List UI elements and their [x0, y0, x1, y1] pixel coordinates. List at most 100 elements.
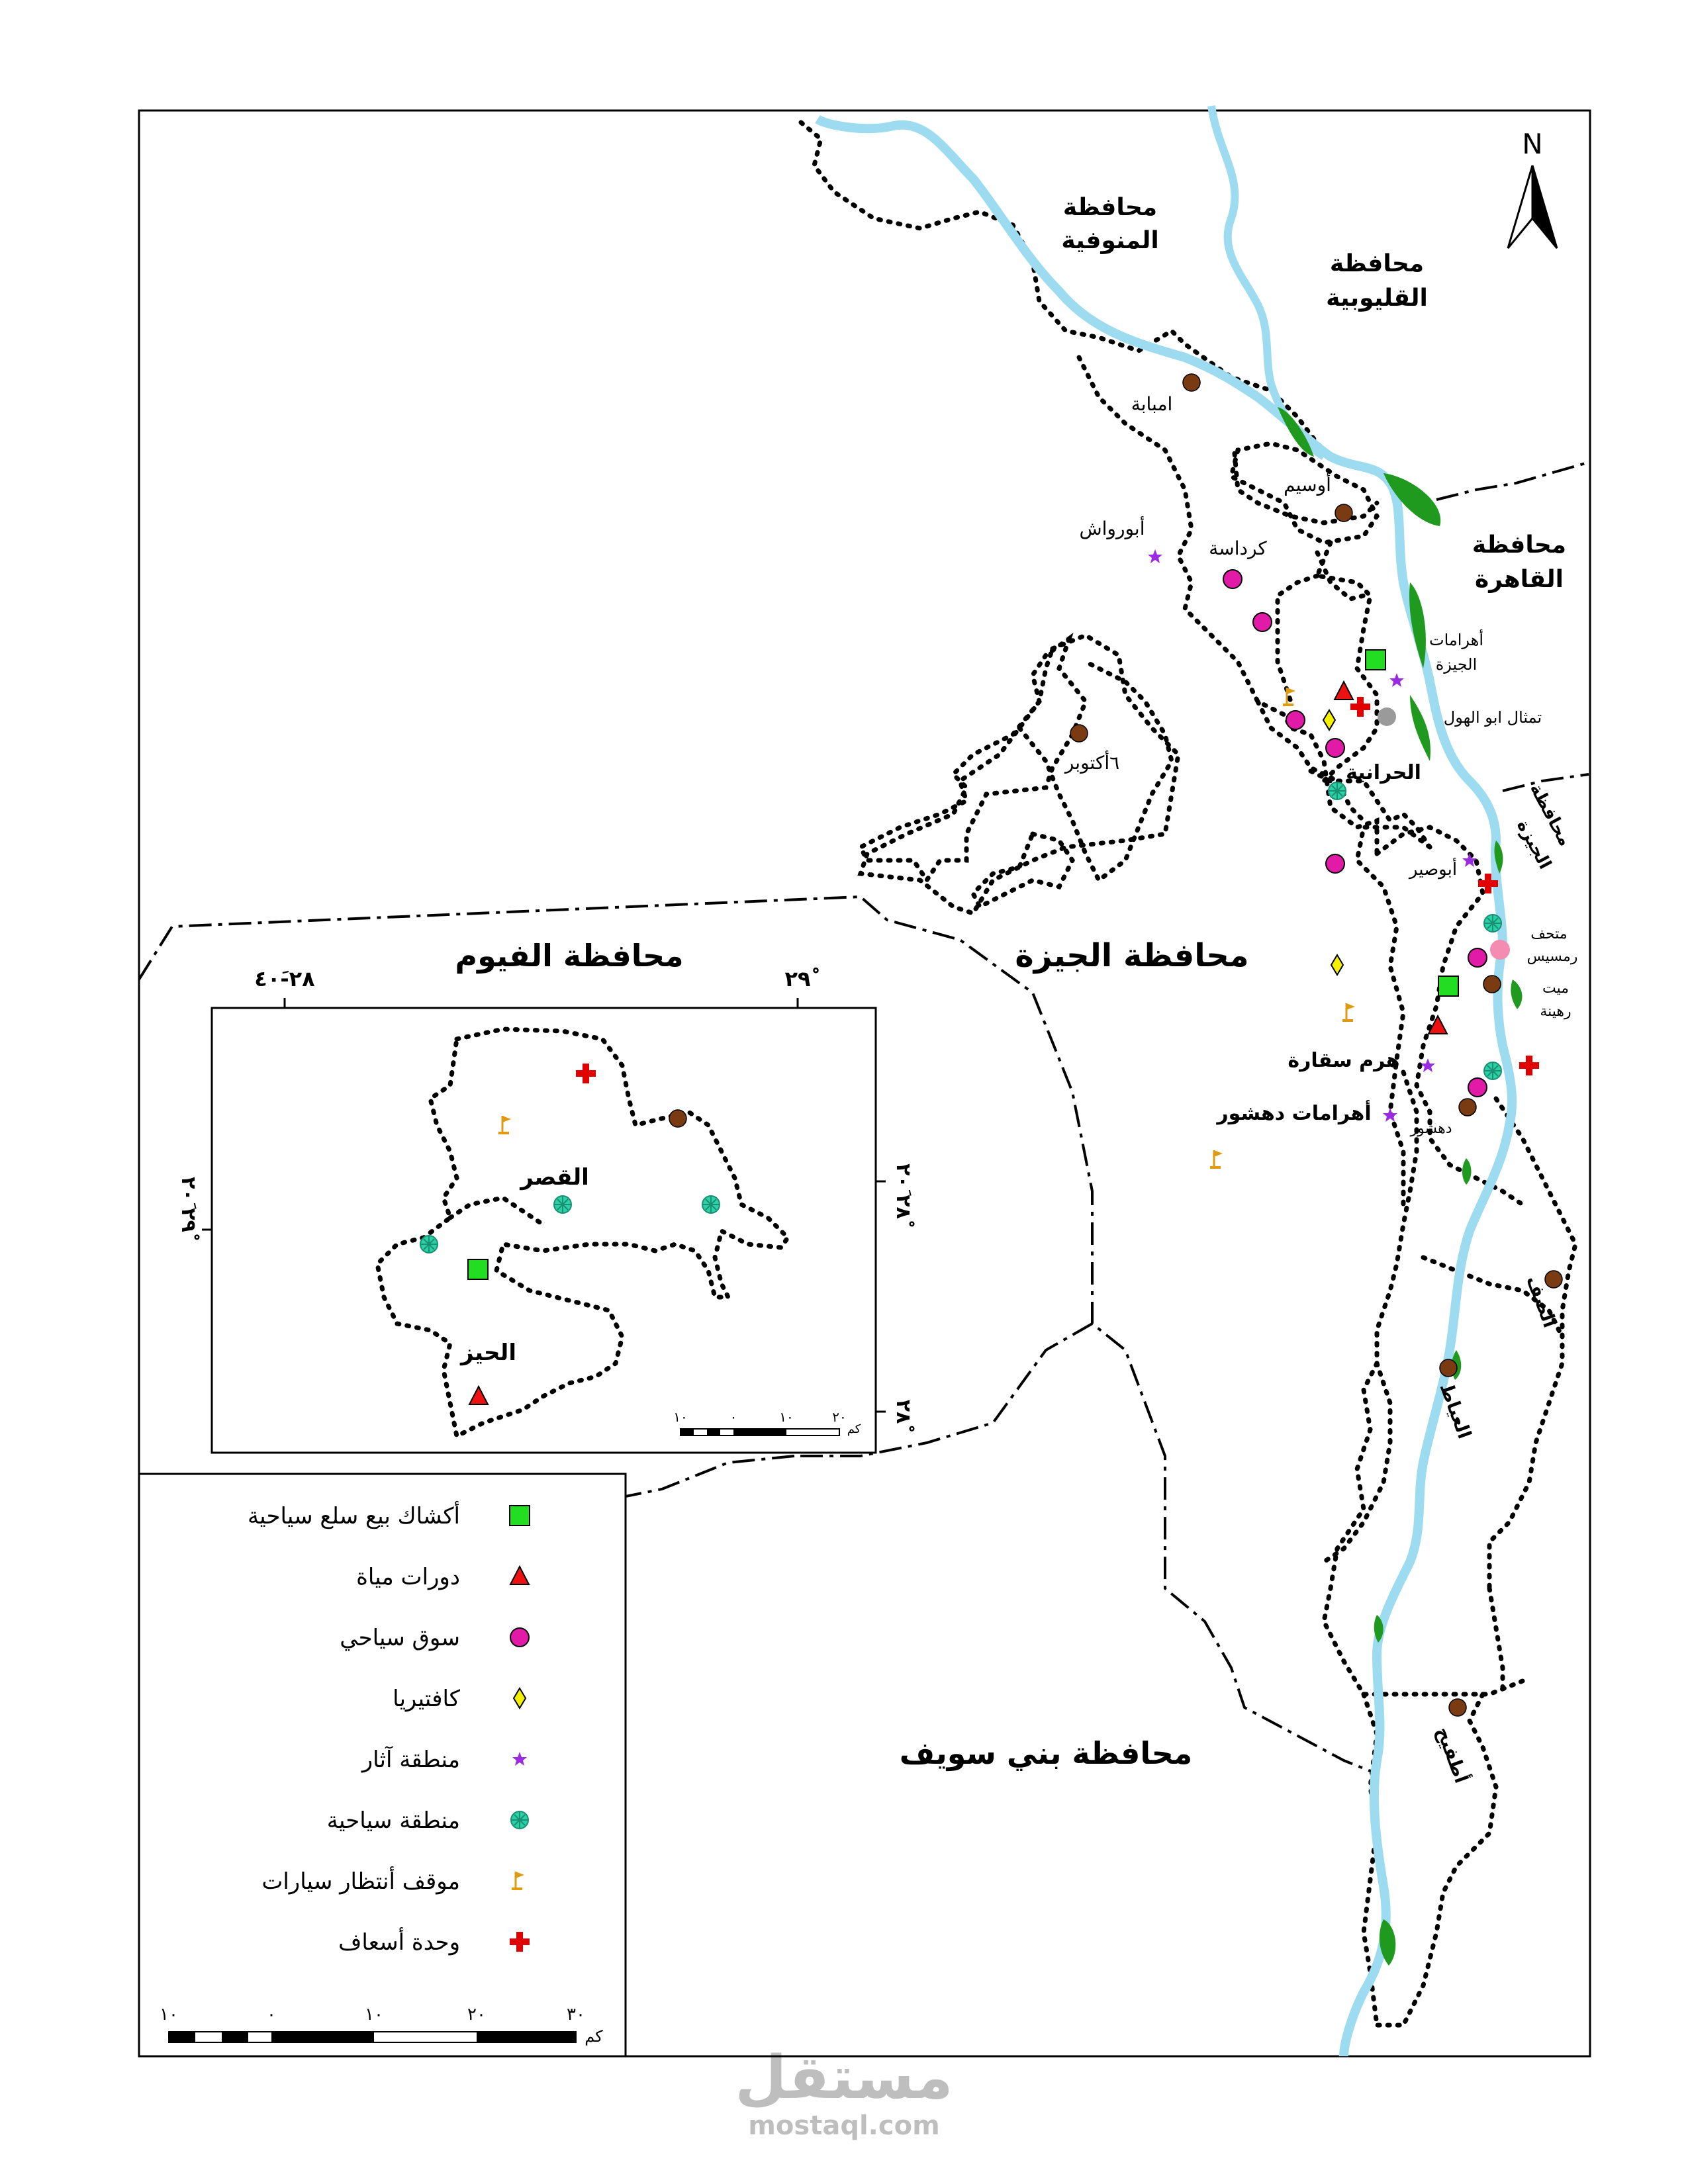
- inset-town-point: [669, 1109, 687, 1128]
- inset-map: ٢٨-٤٠َ ٢٩ْ ٢٩ْ ٢٠َ ٢٨ْ ٢٠َ ٢٨ْ القصر الح…: [177, 966, 915, 1454]
- legend-label: منطقة سياحية: [327, 1807, 460, 1834]
- inset-coord-top-left: ٢٨-٤٠َ: [254, 966, 315, 991]
- town-saf: [1544, 1270, 1563, 1289]
- label-hawamdia: الحرانية: [1346, 761, 1421, 784]
- inset-scale-tick: ٠: [730, 1409, 737, 1425]
- watermark-url: mostaql.com: [748, 2111, 940, 2141]
- legend-label: أكشاك بيع سلع سياحية: [248, 1501, 460, 1529]
- town-october: [1070, 724, 1088, 743]
- legend-item: منطقة سياحية: [327, 1807, 529, 1834]
- main-scale-tick: ٢٠: [467, 2005, 486, 2025]
- market-point: [1468, 948, 1487, 968]
- magenta-circle-icon: [510, 1627, 530, 1647]
- main-scale-tick: ٣٠: [567, 2005, 585, 2025]
- teal-asterisk-icon: [510, 1811, 529, 1829]
- inset-scale-tick: ١٠: [779, 1409, 793, 1425]
- tourist-point: [1328, 782, 1346, 800]
- label-fayoum-gov: محافظة الفيوم: [455, 938, 683, 974]
- label-dahshur: دهشور: [1409, 1120, 1452, 1137]
- pink-point: [1490, 940, 1510, 960]
- inset-label-qasr: القصر: [519, 1164, 589, 1191]
- label-pyramids-2: الجيزة: [1436, 655, 1477, 674]
- label-mit-rahina-1: ميت: [1542, 980, 1569, 997]
- market-point: [1286, 710, 1305, 730]
- label-abu-rawash: أبورواش: [1079, 516, 1145, 539]
- tourist-point: [1483, 1062, 1502, 1080]
- market-point: [1223, 569, 1243, 589]
- market-point: [1325, 854, 1345, 874]
- label-saqqara: هرم سقارة: [1288, 1049, 1399, 1072]
- nile-river: [815, 114, 1517, 2057]
- main-scale-tick: ١٠: [160, 2005, 178, 2025]
- legend-item: وحدة أسعاف: [338, 1927, 530, 1956]
- legend-item: دورات مياة: [356, 1564, 530, 1590]
- market-point: [1468, 1077, 1487, 1097]
- legend-frame: [138, 1473, 627, 2058]
- label-qalyubia-1: محافظة: [1330, 250, 1424, 277]
- legend-label: دورات مياة: [356, 1564, 460, 1590]
- inset-tourist-point: [420, 1235, 438, 1253]
- label-kerdasa: كرداسة: [1209, 537, 1267, 559]
- town-atfih: [1448, 1698, 1467, 1717]
- north-arrow: N: [1507, 128, 1558, 249]
- watermark: مستقل mostaql.com: [735, 2043, 953, 2141]
- inset-tourist-point: [553, 1195, 572, 1214]
- inset-inner-boundary: [447, 1195, 545, 1227]
- market-point: [1325, 738, 1345, 758]
- main-scale-tick: ١٠: [365, 2005, 383, 2025]
- north-label: N: [1522, 128, 1542, 160]
- inset-district-boundary: [375, 1026, 791, 1440]
- inset-scale-tick: ٢٠: [832, 1409, 846, 1425]
- market-point: [1252, 612, 1272, 632]
- inset-coord-right-top: ٢٨ْ ٢٠َ: [892, 1163, 915, 1227]
- kiosk-point: [1365, 649, 1386, 670]
- main-scale-tick: ٠: [267, 2005, 276, 2025]
- tourist-point: [1483, 914, 1502, 933]
- label-benisuef-gov: محافظة بني سويف: [900, 1735, 1192, 1771]
- green-areas: [1278, 407, 1523, 1966]
- inset-scale-tick: ١٠: [673, 1409, 687, 1425]
- main-scale-bar: ١٠ ٠ ١٠ ٢٠ ٣٠ كم: [160, 2005, 603, 2046]
- town-dahshur: [1458, 1098, 1477, 1116]
- label-cairo-2: القاهرة: [1475, 566, 1564, 593]
- label-sphinx: تمثال ابو الهول: [1444, 708, 1542, 727]
- main-scale-unit: كم: [585, 2027, 603, 2046]
- legend-item: سوق سياحي: [340, 1625, 530, 1651]
- legend-item: كافتيريا: [393, 1686, 526, 1712]
- october-district-boundary: [857, 633, 1181, 917]
- legend-item: أكشاك بيع سلع سياحية: [248, 1501, 530, 1529]
- legend-label: وحدة أسعاف: [338, 1927, 460, 1956]
- label-giza-gov: محافظة الجيزة: [1015, 937, 1248, 974]
- label-qalyubia-2: القليوبية: [1326, 285, 1428, 312]
- legend-item: منطقة آثار: [361, 1746, 527, 1773]
- town-mit-rahina: [1483, 975, 1501, 993]
- town-imbaba: [1182, 373, 1201, 392]
- inset-coord-left: ٢٩ْ ٢٠َ: [177, 1177, 200, 1240]
- label-abusir: أبوصير: [1408, 857, 1457, 880]
- label-mit-rahina-2: رهينة: [1540, 1003, 1571, 1020]
- inset-scale-unit: كم: [847, 1422, 861, 1436]
- inset-kiosk-point: [467, 1259, 489, 1280]
- label-ramses-museum-1: متحف: [1530, 926, 1567, 942]
- label-october: ٦أكتوبر: [1064, 750, 1119, 774]
- map-points: [1070, 373, 1563, 1717]
- town-ayat: [1439, 1359, 1458, 1377]
- kiosk-point: [1438, 976, 1459, 997]
- label-menoufia-1: محافظة: [1063, 194, 1157, 221]
- legend-label: كافتيريا: [393, 1686, 461, 1712]
- legend-label: منطقة آثار: [361, 1746, 460, 1773]
- inset-tourist-point: [702, 1195, 720, 1214]
- legend-label: سوق سياحي: [340, 1625, 460, 1651]
- label-menoufia-2: المنوفية: [1061, 227, 1158, 254]
- label-imbaba: امبابة: [1131, 393, 1173, 415]
- legend-label: موقف أنتظار سيارات: [261, 1866, 460, 1895]
- legend: أكشاك بيع سلع سياحية دورات مياة سوق سياحي ك…: [138, 1473, 627, 2058]
- district-boundaries: [798, 120, 1578, 2028]
- watermark-logo: مستقل: [735, 2043, 953, 2113]
- label-pyramids-1: أهرامات: [1429, 629, 1483, 649]
- label-cairo-1: محافظة: [1472, 531, 1566, 559]
- label-dahshur-pyramids: أهرامات دهشور: [1215, 1100, 1371, 1125]
- town-ausim: [1335, 504, 1353, 522]
- inset-frame: [211, 1007, 877, 1454]
